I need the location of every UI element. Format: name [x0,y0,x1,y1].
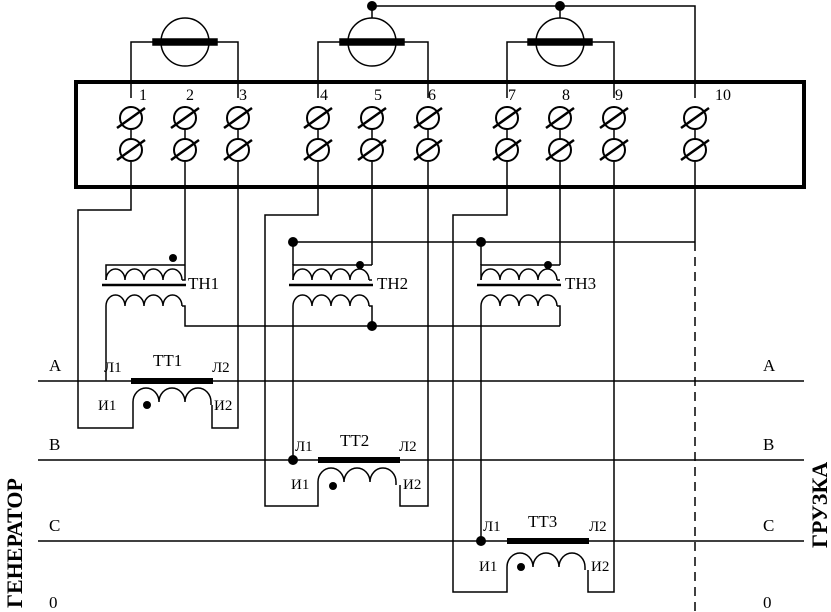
voltage-transformer-3 [477,264,561,541]
terminal-number: 4 [320,87,328,104]
ct-labels: ТТ1 ТТ2 ТТ3 Л1 Л2 И1 И2 Л1 Л2 И1 И2 Л1 Л… [98,351,609,575]
ct-l1-label: Л1 [295,439,313,455]
terminal-screw-slot [170,138,200,162]
terminal-screw-slot [223,138,253,162]
terminal-wires [77,162,615,593]
terminal-screws [116,106,710,162]
terminal-number: 10 [715,87,731,104]
terminal-screw-slot [492,106,522,130]
terminal-number: 5 [374,87,382,104]
terminal-number: 8 [562,87,570,104]
terminal-numbers: 1 2 3 4 5 6 7 8 9 10 [139,87,731,104]
terminal-screw-slot [599,106,629,130]
terminal-screw-slot [303,138,333,162]
vt-labels: ТН1 ТН2 ТН3 [188,274,596,293]
ct-i1-label: И1 [291,477,309,493]
ct-l1-label: Л1 [483,519,501,535]
terminal-screw-slot [116,138,146,162]
terminal-screw-slot [357,138,387,162]
junction-dots [143,1,565,571]
ct-i2-label: И2 [591,559,609,575]
primary-bus [292,241,695,265]
phase-lines [38,380,804,542]
terminal-screw-slot [413,106,443,130]
phase-label-left: A [49,356,62,375]
fuse-1 [152,17,218,67]
ct-label: ТТ3 [528,512,557,531]
phase-label-left: B [49,435,60,454]
terminal-block [74,80,806,189]
phase-label-right: A [763,356,776,375]
current-transformer-1 [105,372,213,405]
ct-l2-label: Л2 [212,360,230,376]
phase-label-right: 0 [763,593,772,612]
phase-label-right: B [763,435,774,454]
vt-label: ТН1 [188,274,219,293]
fuse-3 [527,17,593,67]
vt-label: ТН3 [565,274,596,293]
terminal-screw-slot [599,138,629,162]
terminal-screw-slot [413,138,443,162]
terminal-number: 9 [615,87,623,104]
phase-label-left: 0 [49,593,58,612]
terminal-screw-slot [680,138,710,162]
ct-i1-label: И1 [98,398,116,414]
terminal-number: 1 [139,87,147,104]
phase-label-right: C [763,516,774,535]
vt-label: ТН2 [377,274,408,293]
terminal-number: 2 [186,87,194,104]
side-label-left: ГЕНЕРАТОР [2,478,27,608]
terminal-screw-slot [492,138,522,162]
ct-i2-label: И2 [214,398,232,414]
terminal-screw-slot [545,106,575,130]
phase-labels: A B C 0 A B C 0 [49,356,776,612]
terminal-number: 3 [239,87,247,104]
terminal-screw-slot [303,106,333,130]
side-label-right: ГРУЗКА [807,462,831,548]
ct-l2-label: Л2 [399,439,417,455]
terminal-number: 6 [428,87,436,104]
current-transformer-2 [317,457,400,485]
ct-i2-label: И2 [403,477,421,493]
ct-i1-label: И1 [479,559,497,575]
terminal-screw-slot [545,138,575,162]
terminal-number: 7 [508,87,516,104]
ct-l2-label: Л2 [589,519,607,535]
ct-label: ТТ2 [340,431,369,450]
terminal-screw-slot [170,106,200,130]
ct-label: ТТ1 [153,351,182,370]
fuse-2 [339,17,405,67]
ct-l1-label: Л1 [104,360,122,376]
top-jumpers [130,5,696,98]
terminal-screw-slot [357,106,387,130]
phase-label-left: C [49,516,60,535]
terminal-screw-slot [680,106,710,130]
current-transformer-3 [506,538,589,570]
terminal-screw-slot [223,106,253,130]
terminal-screw-slot [116,106,146,130]
